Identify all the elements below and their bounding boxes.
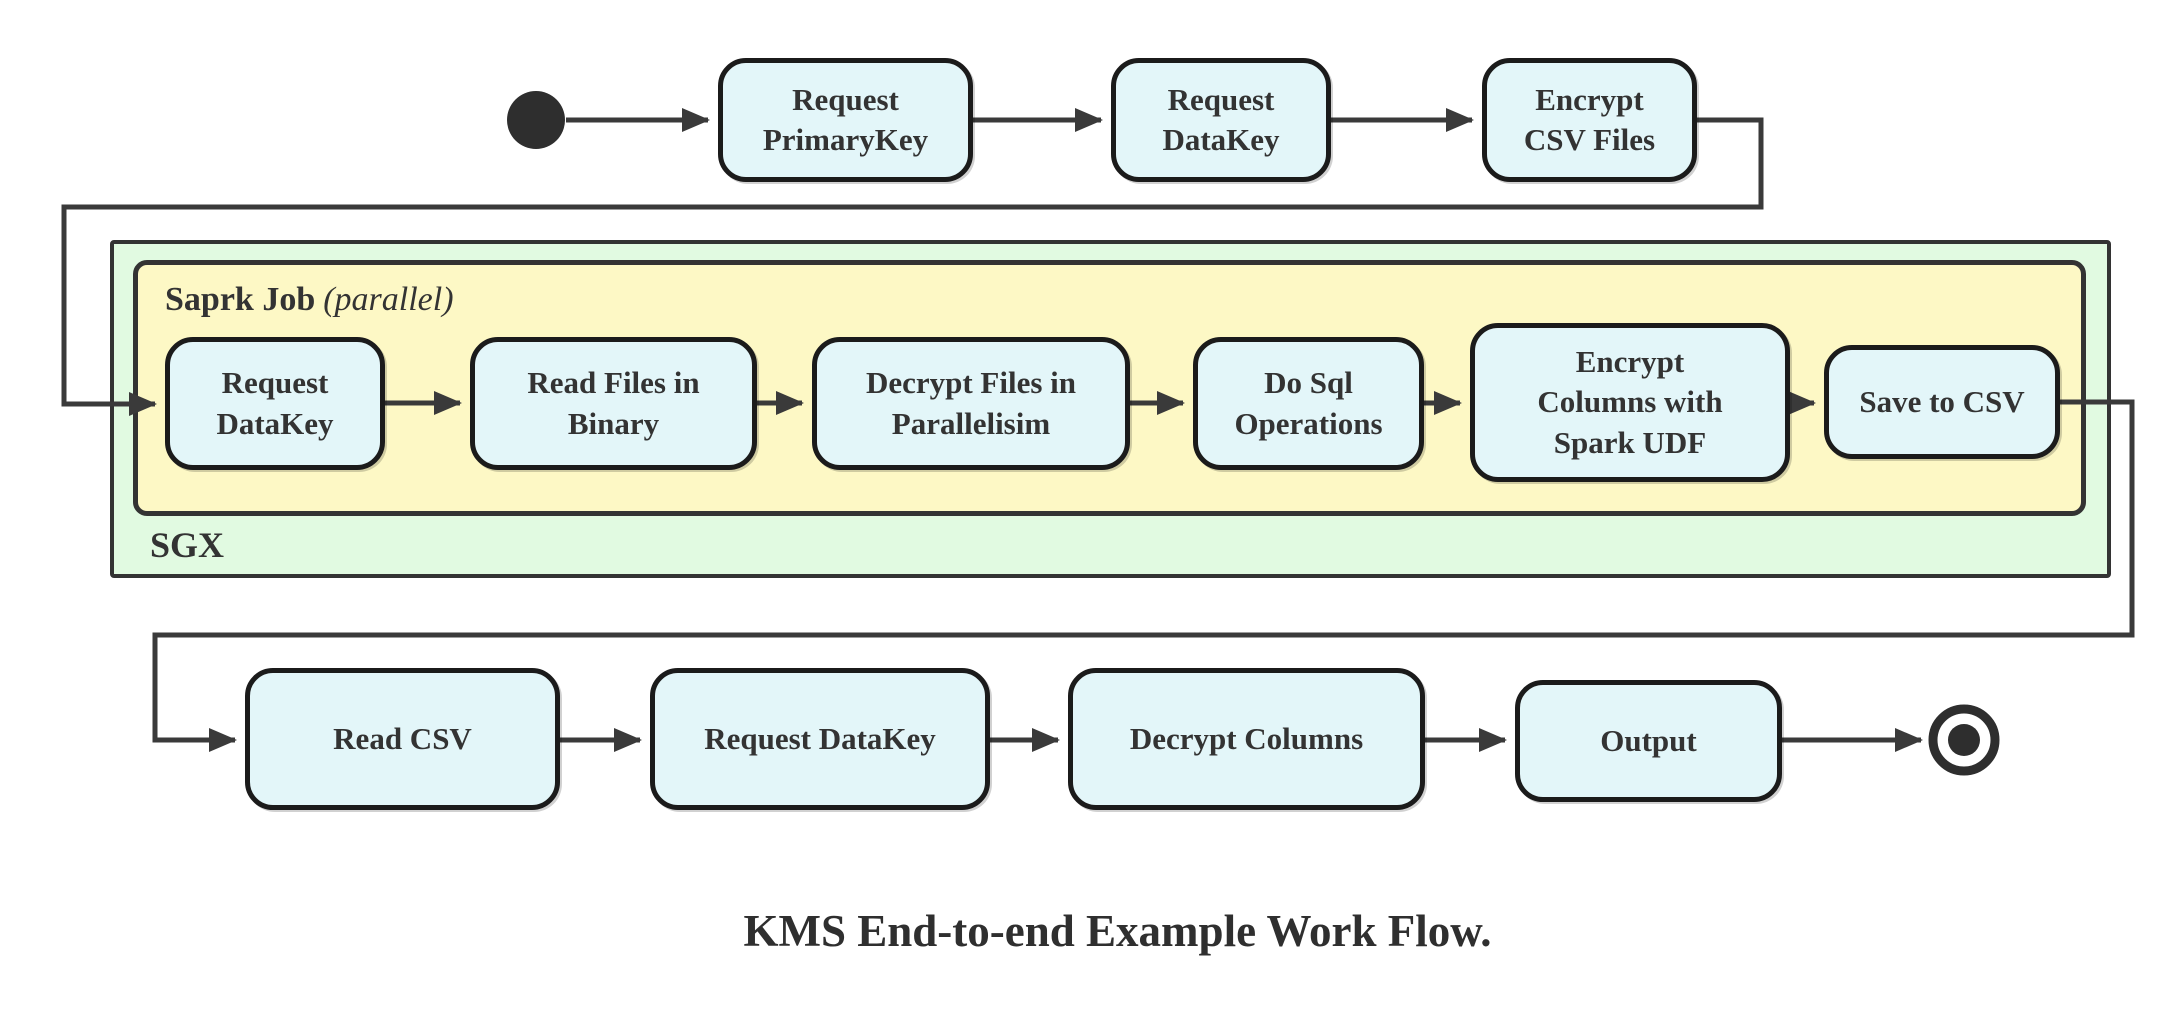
edge-save-csv-to-read-csv xyxy=(152,399,2135,752)
workflow-caption: KMS End-to-end Example Work Flow. xyxy=(743,906,1492,956)
spark-job-label: Saprk Job(parallel) xyxy=(165,281,454,319)
start-node xyxy=(507,91,565,149)
node-encrypt-columns-with-spark-udf: Encrypt Columns with Spark UDF xyxy=(1470,323,1790,482)
node-request-datakey-sgx: Request DataKey xyxy=(165,337,385,470)
edge-encrypt-csv-to-sgx-request-datakey xyxy=(61,117,1764,416)
node-request-datakey-top: Request DataKey xyxy=(1111,58,1331,182)
node-do-sql-operations: Do Sql Operations xyxy=(1193,337,1424,470)
node-read-files-in-binary: Read Files in Binary xyxy=(470,337,757,470)
node-decrypt-files-in-parallelism: Decrypt Files in Parallelisim xyxy=(812,337,1130,470)
node-request-primarykey: Request PrimaryKey xyxy=(718,58,973,182)
node-output: Output xyxy=(1515,680,1782,802)
node-request-datakey-bottom: Request DataKey xyxy=(650,668,990,810)
node-read-csv: Read CSV xyxy=(245,668,560,810)
end-node-core xyxy=(1948,724,1980,756)
spark-job-label-bold: Saprk Job xyxy=(165,281,316,318)
node-save-to-csv: Save to CSV xyxy=(1824,345,2060,459)
node-encrypt-csv-files: Encrypt CSV Files xyxy=(1482,58,1697,182)
sgx-label: SGX xyxy=(150,525,225,565)
node-decrypt-columns: Decrypt Columns xyxy=(1068,668,1425,810)
spark-job-label-italic: (parallel) xyxy=(323,281,454,318)
